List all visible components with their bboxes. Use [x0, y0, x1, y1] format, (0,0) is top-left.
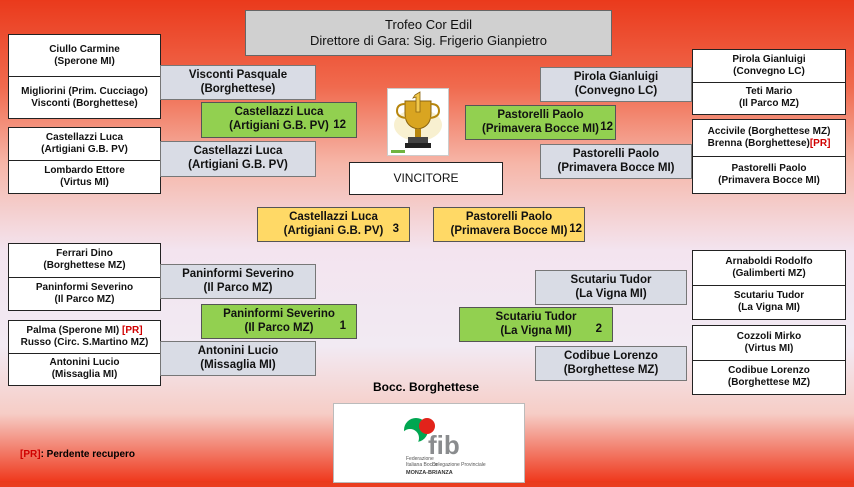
left-semi-2: Paninformi Severino(Il Parco MZ) 1	[201, 304, 357, 339]
right-r2-2: Pastorelli Paolo(Primavera Bocce MI)	[540, 144, 692, 179]
left-r2-2: Castellazzi Luca(Artigiani G.B. PV)	[160, 141, 316, 177]
score: 12	[333, 119, 346, 132]
left-finalist: Castellazzi Luca(Artigiani G.B. PV) 3	[257, 207, 410, 242]
fib-logo: fib Federazione Italiana Bocce Delegazio…	[333, 403, 525, 483]
right-semi-1: Pastorelli Paolo(Primavera Bocce MI) 12	[465, 105, 616, 140]
right-r1-match-3: Arnaboldi Rodolfo(Galimberti MZ) Scutari…	[692, 250, 846, 320]
right-r1-match-1: Pirola Gianluigi(Convegno LC) Teti Mario…	[692, 49, 846, 115]
score: 1	[339, 320, 346, 333]
left-r2-1: Visconti Pasquale(Borghettese)	[160, 65, 316, 100]
pr-badge: [PR]	[809, 138, 831, 149]
left-r2-3: Paninformi Severino(Il Parco MZ)	[160, 264, 316, 299]
right-r2-3: Scutariu Tudor(La Vigna MI)	[535, 270, 687, 305]
player-a: Ferrari Dino(Borghettese MZ)	[43, 248, 126, 272]
trophy-icon	[391, 91, 442, 153]
tournament-title-box: Trofeo Cor Edil Direttore di Gara: Sig. …	[245, 10, 612, 56]
right-r1-match-2: Accivile (Borghettese MZ)Brenna (Borghet…	[692, 119, 846, 194]
fib-logo-icon: fib Federazione Italiana Bocce Delegazio…	[401, 418, 486, 476]
player-b: Teti Mario(Il Parco MZ)	[693, 81, 845, 115]
trophy-image	[387, 88, 449, 156]
score: 12	[569, 223, 582, 236]
left-semi-1: Castellazzi Luca(Artigiani G.B. PV) 12	[201, 102, 357, 138]
score: 3	[392, 223, 399, 236]
right-r2-4: Codibue Lorenzo(Borghettese MZ)	[535, 346, 687, 381]
pr-legend-tag: [PR]	[20, 449, 41, 460]
tournament-title: Trofeo Cor Edil	[385, 17, 472, 33]
right-finalist: Pastorelli Paolo(Primavera Bocce MI) 12	[433, 207, 585, 242]
player-a: Ciullo Carmine(Sperone MI)	[49, 43, 120, 67]
host-club: Bocc. Borghettese	[373, 380, 480, 394]
player-a: Castellazzi Luca(Artigiani G.B. PV)	[41, 132, 128, 155]
race-director: Direttore di Gara: Sig. Frigerio Gianpie…	[310, 33, 547, 48]
left-r1-match-1: Ciullo Carmine(Sperone MI) Migliorini (P…	[8, 34, 161, 119]
left-r1-match-4: Palma (Sperone MI) [PR]Russo (Circ. S.Ma…	[8, 320, 161, 386]
logo-sub1: Federazione	[406, 456, 434, 462]
right-semi-2: Scutariu Tudor(La Vigna MI) 2	[459, 307, 613, 342]
winner-box: VINCITORE	[349, 162, 503, 195]
player-b: Scutariu Tudor(La Vigna MI)	[693, 284, 845, 320]
player-b: Antonini Lucio(Missaglia MI)	[9, 352, 160, 386]
score: 12	[600, 121, 613, 134]
player-a: Cozzoli Mirko(Virtus MI)	[736, 330, 802, 354]
player-a: Arnaboldi Rodolfo(Galimberti MZ)	[725, 255, 813, 279]
right-r2-1: Pirola Gianluigi(Convegno LC)	[540, 67, 692, 102]
logo-text: fib	[428, 430, 460, 460]
legend-note: [PR]: Perdente recupero	[20, 449, 135, 460]
player-b: Pastorelli Paolo(Primavera Bocce MI)	[693, 156, 845, 193]
left-r1-match-2: Castellazzi Luca(Artigiani G.B. PV) Lomb…	[8, 127, 161, 194]
logo-sub4: MONZA-BRIANZA	[406, 470, 453, 476]
player-a: Accivile (Borghettese MZ)Brenna (Borghet…	[707, 126, 831, 149]
left-r1-match-3: Ferrari Dino(Borghettese MZ) Paninformi …	[8, 243, 161, 311]
pr-badge: [PR]	[122, 324, 143, 336]
player-b: Paninformi Severino(Il Parco MZ)	[9, 276, 160, 311]
player-b: Lombardo Ettore(Virtus MI)	[9, 160, 160, 193]
right-r1-match-4: Cozzoli Mirko(Virtus MI) Codibue Lorenzo…	[692, 325, 846, 395]
logo-sub3: Delegazione Provinciale	[432, 462, 486, 468]
score: 2	[595, 323, 602, 336]
player-a: Pirola Gianluigi(Convegno LC)	[732, 53, 806, 77]
player-b: Migliorini (Prim. Cucciago)Visconti (Bor…	[9, 76, 160, 118]
logo-sub2: Italiana Bocce	[406, 462, 438, 468]
pr-legend-text: : Perdente recupero	[40, 449, 136, 460]
player-b: Codibue Lorenzo(Borghettese MZ)	[693, 359, 845, 395]
player-a: Palma (Sperone MI) [PR]Russo (Circ. S.Ma…	[20, 324, 149, 348]
left-r2-4: Antonini Lucio(Missaglia MI)	[160, 341, 316, 376]
